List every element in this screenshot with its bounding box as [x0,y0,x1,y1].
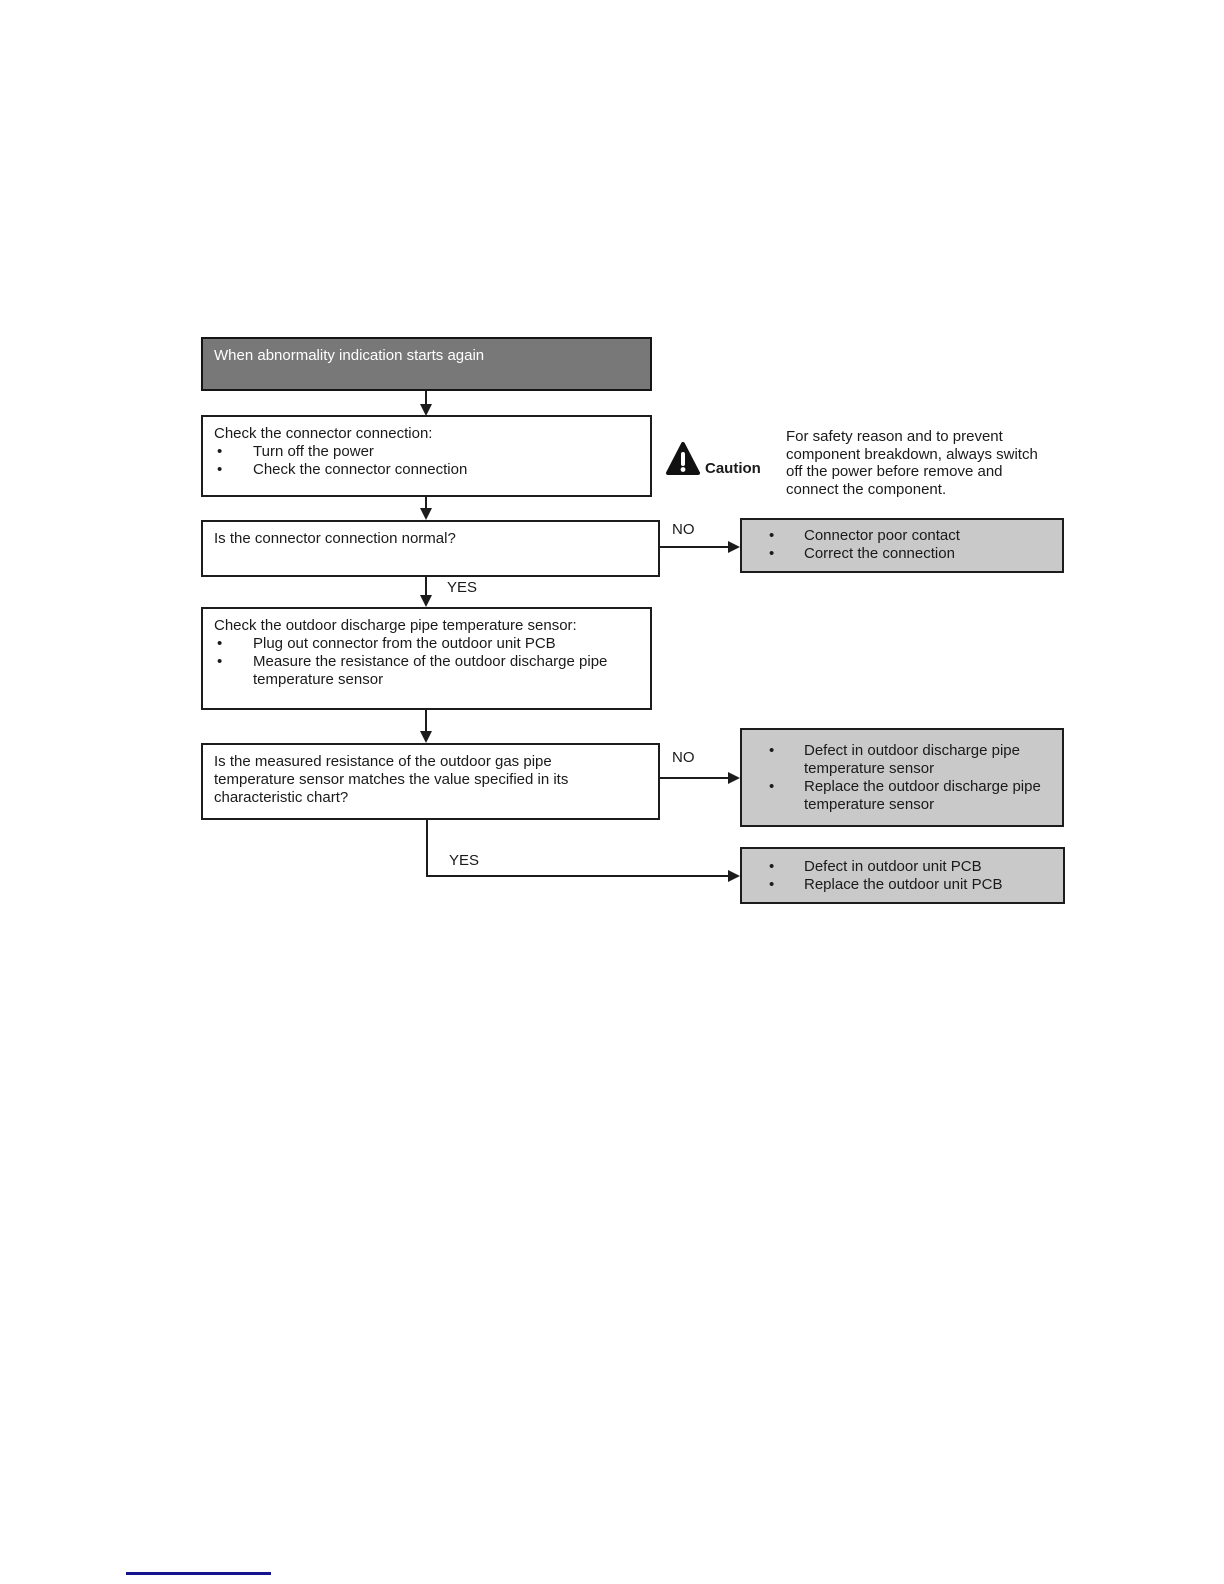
caution-label: Caution [705,460,761,477]
process1-box: Check the connector connection: Turn off… [201,415,652,497]
list-item: Turn off the power [217,443,639,461]
process2-title: Check the outdoor discharge pipe tempera… [214,617,577,634]
decision1-question: Is the connector connection normal? [214,530,456,547]
result2-bullets: Defect in outdoor discharge pipe tempera… [753,742,1051,814]
result1-bullets: Connector poor contact Correct the conne… [753,527,1051,563]
list-item: Plug out connector from the outdoor unit… [217,635,639,653]
list-item: Defect in outdoor unit PCB [769,858,1052,876]
result2-box: Defect in outdoor discharge pipe tempera… [740,728,1064,827]
arrow-process2-to-decision2 [420,710,432,743]
process1-bullets: Turn off the power Check the connector c… [214,443,639,479]
list-item: Replace the outdoor unit PCB [769,876,1052,894]
decision1-yes-label: YES [447,579,478,596]
list-item: Connector poor contact [769,527,1051,545]
list-item: Check the connector connection [217,461,639,479]
process1-title: Check the connector connection: [214,425,433,442]
result1-box: Connector poor contact Correct the conne… [740,518,1064,573]
caution-icon [666,442,700,475]
arrow-decision1-yes-to-process2 [420,577,432,607]
list-item: Defect in outdoor discharge pipe tempera… [769,742,1051,778]
decision2-box: Is the measured resistance of the outdoo… [201,743,660,820]
arrow-decision2-yes-to-result3 [426,820,740,882]
page-bottom-rule [126,1572,271,1575]
caution-text: For safety reason and to prevent compone… [786,428,1038,498]
result3-bullets: Defect in outdoor unit PCB Replace the o… [753,858,1052,894]
result3-box: Defect in outdoor unit PCB Replace the o… [740,847,1065,904]
arrow-decision2-no-to-result2 [660,772,740,784]
decision2-yes-label: YES [449,852,480,869]
start-box: When abnormality indication starts again [201,337,652,391]
start-box-label: When abnormality indication starts again [214,347,485,364]
list-item: Measure the resistance of the outdoor di… [217,653,639,689]
process2-bullets: Plug out connector from the outdoor unit… [214,635,639,689]
list-item: Replace the outdoor discharge pipe tempe… [769,778,1051,814]
arrow-start-to-process1 [420,391,432,416]
process2-box: Check the outdoor discharge pipe tempera… [201,607,652,710]
arrow-process1-to-decision1 [420,497,432,520]
decision2-question: Is the measured resistance of the outdoo… [214,753,569,806]
list-item: Correct the connection [769,545,1051,563]
decision2-no-label: NO [672,749,695,766]
arrow-decision1-no-to-result1 [660,541,740,553]
decision1-no-label: NO [672,521,695,538]
decision1-box: Is the connector connection normal? [201,520,660,577]
